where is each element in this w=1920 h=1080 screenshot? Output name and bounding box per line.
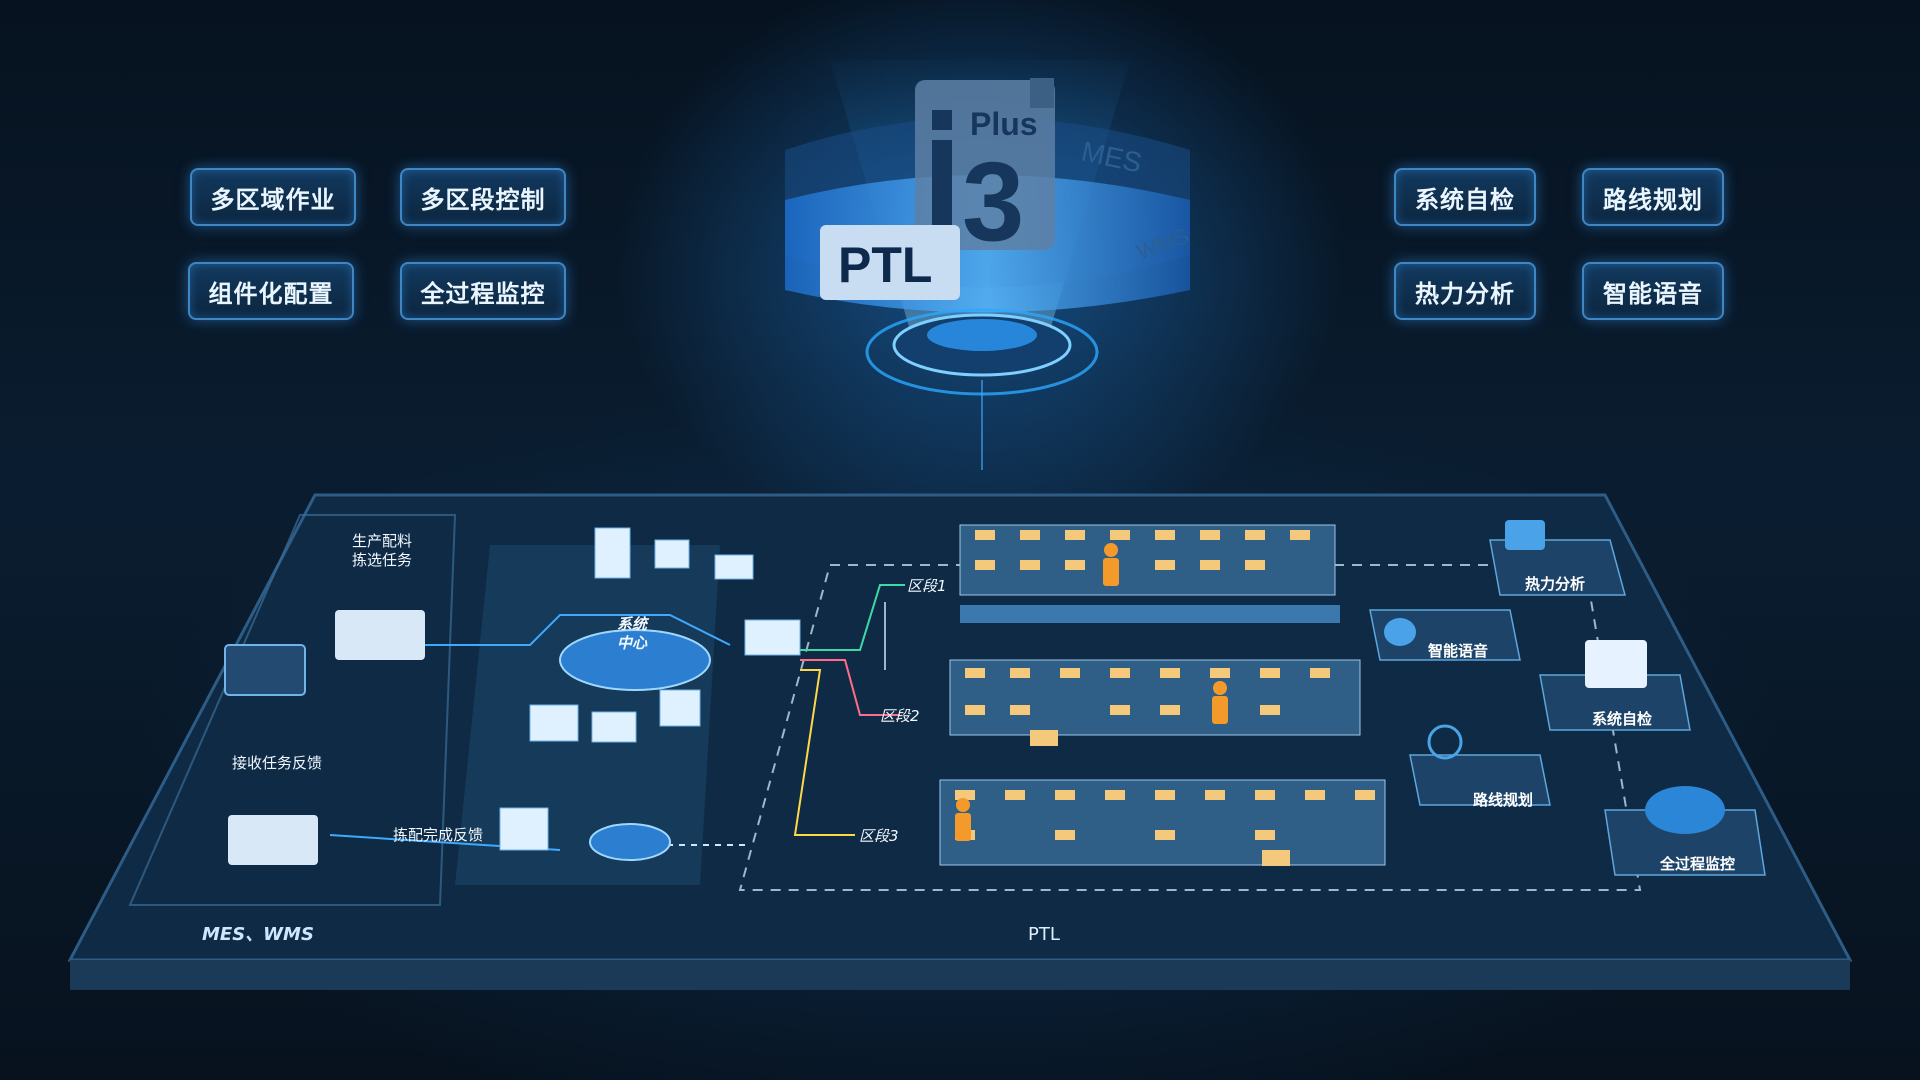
- picking-feedback-label: 拣配完成反馈: [393, 826, 484, 844]
- crates: [955, 530, 1375, 866]
- production-task-label-2: 拣选任务: [352, 551, 413, 569]
- module-voice-label: 智能语音: [1428, 642, 1489, 660]
- feature-component-config[interactable]: 组件化配置: [188, 262, 354, 320]
- i3-notch: [1030, 78, 1054, 108]
- production-task-label-1: 生产配料: [352, 532, 413, 550]
- task-link: [402, 614, 731, 646]
- monitoring-icon: [1645, 786, 1725, 834]
- i-stem: [932, 140, 952, 235]
- receive-feedback-label: 接收任务反馈: [232, 754, 323, 772]
- system-center-label-2: 中心: [617, 634, 648, 652]
- i-dot: [932, 110, 952, 130]
- module-selfcheck-label: 系统自检: [1592, 710, 1653, 728]
- route-icon: [1427, 724, 1463, 760]
- number-text: 3: [962, 139, 1024, 264]
- shelf-row-1: [959, 524, 1340, 623]
- zone3-link: [793, 669, 855, 836]
- system-center-label-1: 系统: [617, 615, 648, 633]
- feature-multi-segment[interactable]: 多区段控制: [400, 168, 566, 226]
- device-cluster: [499, 527, 801, 851]
- speaker-icon: [1384, 618, 1416, 646]
- server-task-icon: [335, 610, 425, 660]
- feature-smart-voice[interactable]: 智能语音: [1582, 262, 1724, 320]
- module-heatmap-label: 热力分析: [1525, 575, 1586, 593]
- feature-self-check[interactable]: 系统自检: [1394, 168, 1536, 226]
- monitor-barcode-icon: [1585, 640, 1647, 688]
- robot-icon: [589, 823, 671, 861]
- feature-full-process-monitor[interactable]: 全过程监控: [400, 262, 566, 320]
- worker-icons: [955, 543, 1228, 841]
- module-heatmap-panel: [1489, 539, 1626, 596]
- ptl-area-label: PTL: [1028, 924, 1060, 945]
- dashboard-icon: [224, 644, 306, 696]
- system-center-icon: [559, 629, 711, 691]
- module-monitor-label: 全过程监控: [1660, 855, 1736, 873]
- module-route-panel: [1409, 754, 1551, 806]
- zone2-link: [800, 659, 900, 716]
- heatmap-icon: [1505, 520, 1545, 550]
- zone-3-label: 区段3: [859, 827, 899, 845]
- ptl-logo-text: PTL: [838, 237, 932, 293]
- platform-edge: [70, 960, 1850, 990]
- feature-heat-analysis[interactable]: 热力分析: [1394, 262, 1536, 320]
- mes-zone-outline: [128, 514, 457, 906]
- mes-wms-label: MES、WMS: [202, 924, 314, 945]
- base-disk-core: [927, 319, 1037, 351]
- zone1-link: [800, 584, 905, 651]
- plus-text: Plus: [970, 106, 1038, 142]
- server-feedback-icon: [228, 815, 318, 865]
- feature-route-planning[interactable]: 路线规划: [1582, 168, 1724, 226]
- ptl-plate: [820, 225, 960, 300]
- zone-2-label: 区段2: [880, 707, 920, 725]
- ptl-zone-outline: [738, 564, 1642, 891]
- zone-1-label: 区段1: [907, 577, 947, 595]
- module-route-label: 路线规划: [1473, 791, 1534, 809]
- feature-multi-area[interactable]: 多区域作业: [190, 168, 356, 226]
